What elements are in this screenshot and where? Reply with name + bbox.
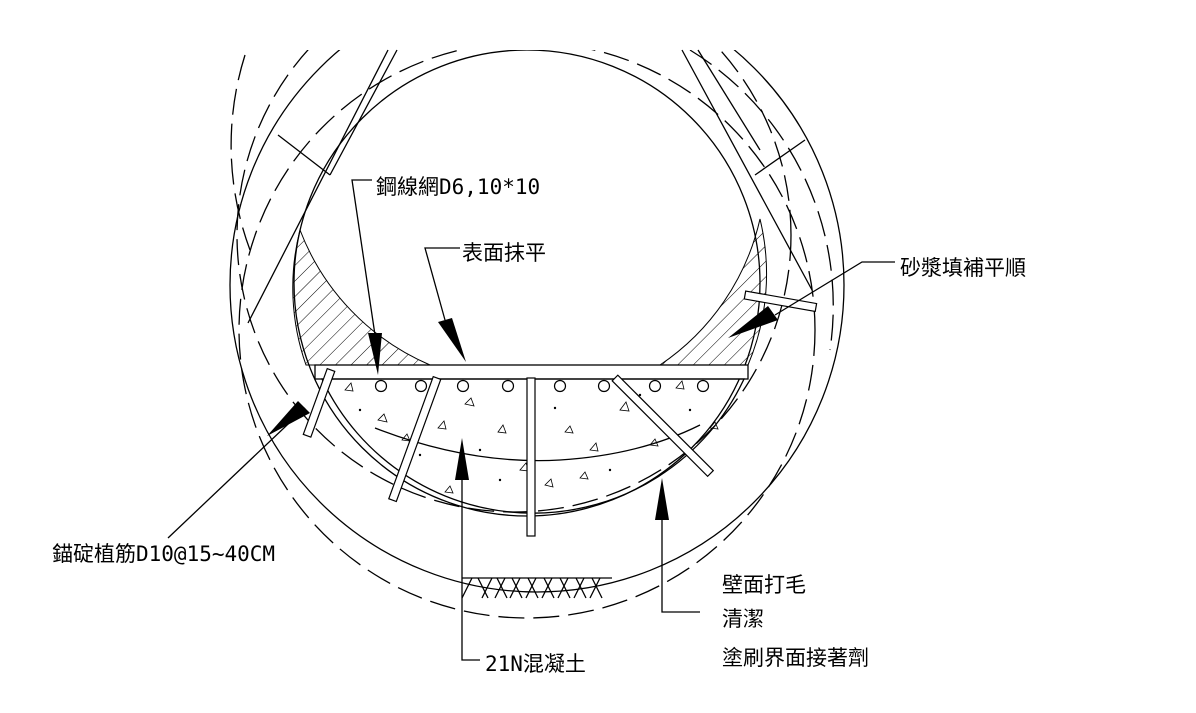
radial-line-right-outer bbox=[681, 49, 813, 291]
leader-surface bbox=[424, 247, 466, 362]
leader-anchor bbox=[167, 401, 310, 539]
dashed-arc-left-outer bbox=[230, 54, 251, 251]
anchor-bar-slab-center bbox=[526, 377, 536, 537]
anchor-bar-slab-left bbox=[388, 375, 442, 503]
anchor-bar-wall-left bbox=[302, 367, 336, 438]
outer-pipe-circle bbox=[229, 0, 845, 593]
leader-wall bbox=[655, 478, 700, 613]
radial-line-left-inner bbox=[329, 49, 398, 176]
leveling-slab bbox=[314, 364, 749, 380]
concrete-aggregate bbox=[344, 380, 719, 494]
label-wall-roughen: 壁面打毛 bbox=[722, 573, 806, 597]
label-wall-clean: 清潔 bbox=[722, 607, 764, 631]
anchor-bar-wall-right bbox=[743, 290, 818, 313]
label-mesh: 鋼線網D6,10*10 bbox=[376, 175, 540, 199]
label-anchor: 錨碇植筋D10@15~40CM bbox=[52, 542, 275, 566]
dashed-arc-right-outer bbox=[689, 49, 834, 351]
leader-mortar bbox=[728, 261, 895, 338]
wire-mesh-bars bbox=[374, 379, 710, 393]
label-mortar: 砂漿填補平順 bbox=[900, 256, 1026, 280]
anchor-bar-slab-right bbox=[611, 374, 715, 478]
label-surface: 表面抹平 bbox=[462, 241, 546, 265]
leader-concrete bbox=[455, 438, 480, 661]
concrete-segment bbox=[320, 378, 746, 514]
radial-line-left-outer bbox=[247, 49, 389, 324]
label-concrete: 21N混凝土 bbox=[485, 652, 586, 676]
tie-line-left bbox=[277, 134, 331, 176]
concrete-inner-arc bbox=[374, 424, 701, 462]
ground-symbol bbox=[461, 577, 612, 599]
label-wall-bond: 塗刷界面接著劑 bbox=[722, 646, 869, 670]
dashed-arc-center bbox=[238, 41, 816, 619]
tie-line-right bbox=[754, 139, 806, 176]
leader-mesh bbox=[351, 179, 382, 375]
radial-line-right-inner bbox=[697, 49, 761, 151]
